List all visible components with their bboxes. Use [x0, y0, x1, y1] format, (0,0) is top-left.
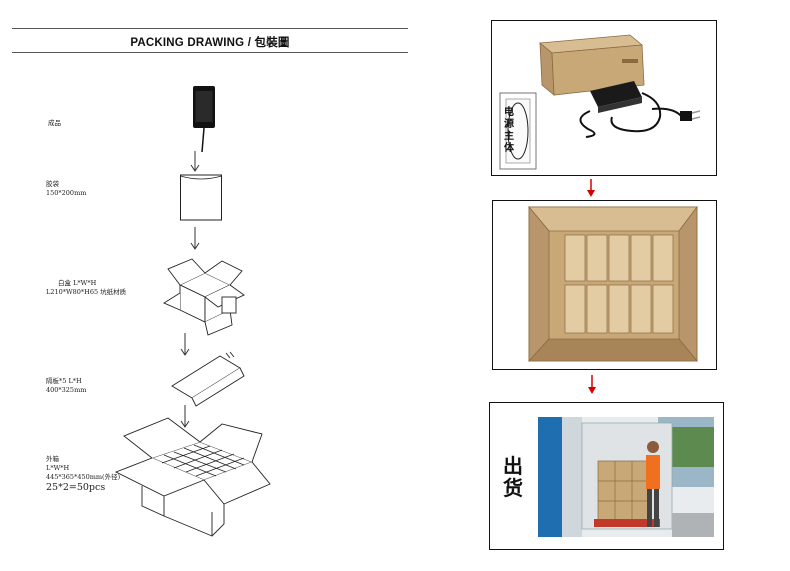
- arrow-down-icon: [190, 151, 200, 172]
- step-3-title: 白盒 L*W*H: [58, 279, 97, 287]
- step-5-subtitle: L*W*H: [46, 464, 70, 472]
- phone-product-illustration: [193, 86, 215, 153]
- product-photo: [499, 34, 701, 170]
- step-4-spec: 400*325mm: [46, 386, 87, 394]
- page-title: PACKING DRAWING / 包裝圖: [130, 37, 290, 49]
- shipping-stamp: 出货: [503, 454, 523, 500]
- arrow-down-icon: [587, 179, 595, 197]
- carton-photo-frame: [492, 200, 717, 370]
- step-2-title: 胶袋: [46, 180, 59, 188]
- arrow-down-icon: [180, 333, 190, 356]
- step-3-spec: L210*W80*H65 坑纸材质: [46, 288, 127, 296]
- step-4-label: 隔板*5 L*H 400*325mm: [46, 377, 86, 395]
- step-4-title: 隔板*5 L*H: [46, 377, 82, 385]
- header-top-rule: [12, 28, 408, 29]
- shipping-photo-frame: 出货: [489, 402, 724, 550]
- product-box-label: 电源主体: [504, 107, 514, 154]
- arrow-down-icon: [588, 375, 596, 394]
- step-5-title: 外箱: [46, 455, 59, 463]
- divider-board-illustration: [171, 351, 245, 407]
- step-1-title: 成品: [48, 119, 61, 127]
- arrow-down-icon: [190, 227, 200, 250]
- outer-carton-illustration: [114, 417, 271, 537]
- step-3-label: 白盒 L*W*H L210*W80*H65 坑纸材质: [46, 279, 126, 297]
- shipping-photo: [538, 417, 714, 537]
- step-2-spec: 150*200mm: [46, 189, 87, 197]
- step-1-label: 成品: [48, 119, 61, 128]
- step-5-spec: 445*365*450mm(外径): [46, 473, 121, 481]
- carton-photo: [528, 205, 698, 363]
- step-2-label: 胶袋 150*200mm: [46, 180, 86, 198]
- white-box-illustration: [163, 258, 245, 336]
- step-5-label: 外箱 L*W*H 445*365*450mm(外径) 25*2=50pcs: [46, 455, 120, 494]
- arrow-down-icon: [180, 405, 190, 428]
- poly-bag-illustration: [180, 174, 222, 221]
- header-bottom-rule: [12, 52, 408, 53]
- step-5-quantity: 25*2=50pcs: [46, 482, 106, 493]
- product-photo-frame: 电源主体: [491, 20, 717, 176]
